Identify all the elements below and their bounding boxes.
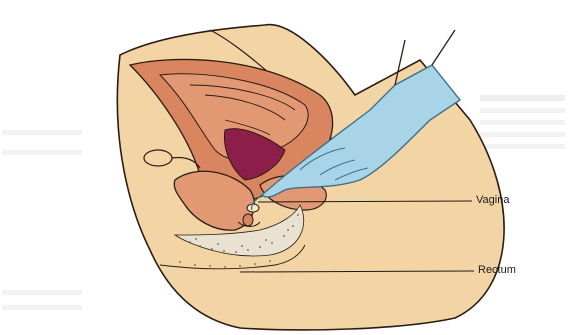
rectum-label: Rectum <box>478 264 516 276</box>
vagina-label: Vagina <box>476 194 509 206</box>
